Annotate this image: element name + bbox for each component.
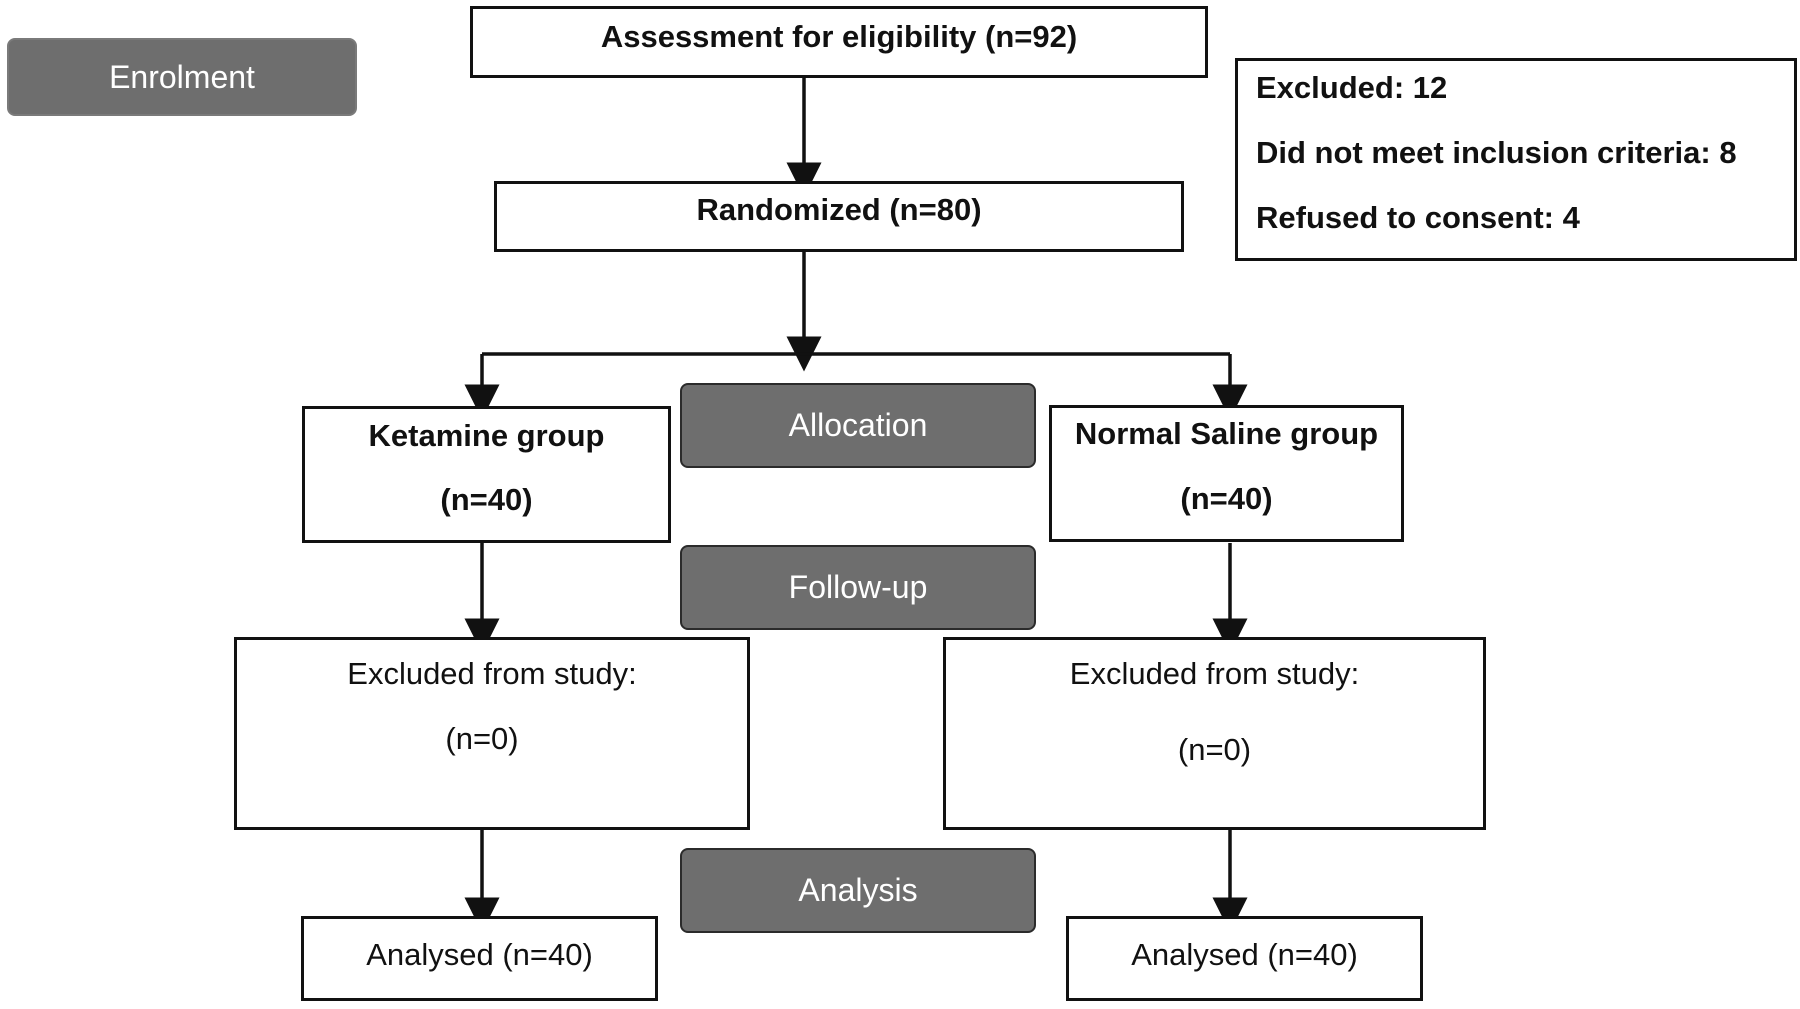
saline-group-n: (n=40) (1180, 481, 1273, 516)
stage-enrolment-label: Enrolment (109, 58, 255, 95)
saline-excluded-box: Excluded from study: (n=0) (943, 637, 1486, 830)
stage-analysis-label: Analysis (798, 872, 918, 908)
saline-excluded-label: Excluded from study: (1069, 656, 1360, 691)
saline-analysed-box: Analysed (n=40) (1066, 916, 1423, 1001)
ketamine-excluded-n: (n=0) (445, 721, 519, 756)
assessment-box: Assessment for eligibility (n=92) (470, 6, 1208, 78)
stage-follow-up-label: Follow-up (788, 569, 928, 605)
ketamine-group-label: Ketamine group (368, 418, 605, 453)
ketamine-analysed-box: Analysed (n=40) (301, 916, 658, 1001)
ketamine-group-box: Ketamine group (n=40) (302, 406, 671, 543)
excluded-box: Excluded: 12 Did not meet inclusion crit… (1235, 58, 1797, 261)
stage-allocation: Allocation (680, 383, 1036, 468)
ketamine-group-n: (n=40) (440, 482, 533, 517)
ketamine-analysed-label: Analysed (n=40) (366, 937, 593, 972)
randomized-label: Randomized (n=80) (696, 192, 982, 227)
randomized-box: Randomized (n=80) (494, 181, 1184, 252)
assessment-label: Assessment for eligibility (n=92) (600, 19, 1078, 54)
stage-analysis: Analysis (680, 848, 1036, 933)
ketamine-excluded-box: Excluded from study: (n=0) (234, 637, 750, 830)
saline-excluded-n: (n=0) (1177, 732, 1252, 767)
stage-follow-up: Follow-up (680, 545, 1036, 630)
stage-enrolment: Enrolment (7, 38, 357, 116)
ketamine-excluded-label: Excluded from study: (347, 656, 637, 691)
saline-group-box: Normal Saline group (n=40) (1049, 405, 1404, 542)
stage-allocation-label: Allocation (788, 407, 928, 443)
excluded-refused: Refused to consent: 4 (1256, 200, 1580, 235)
saline-group-label: Normal Saline group (1074, 416, 1379, 451)
excluded-total: Excluded: 12 (1256, 70, 1448, 105)
excluded-criteria: Did not meet inclusion criteria: 8 (1256, 135, 1737, 170)
saline-analysed-label: Analysed (n=40) (1131, 937, 1358, 972)
